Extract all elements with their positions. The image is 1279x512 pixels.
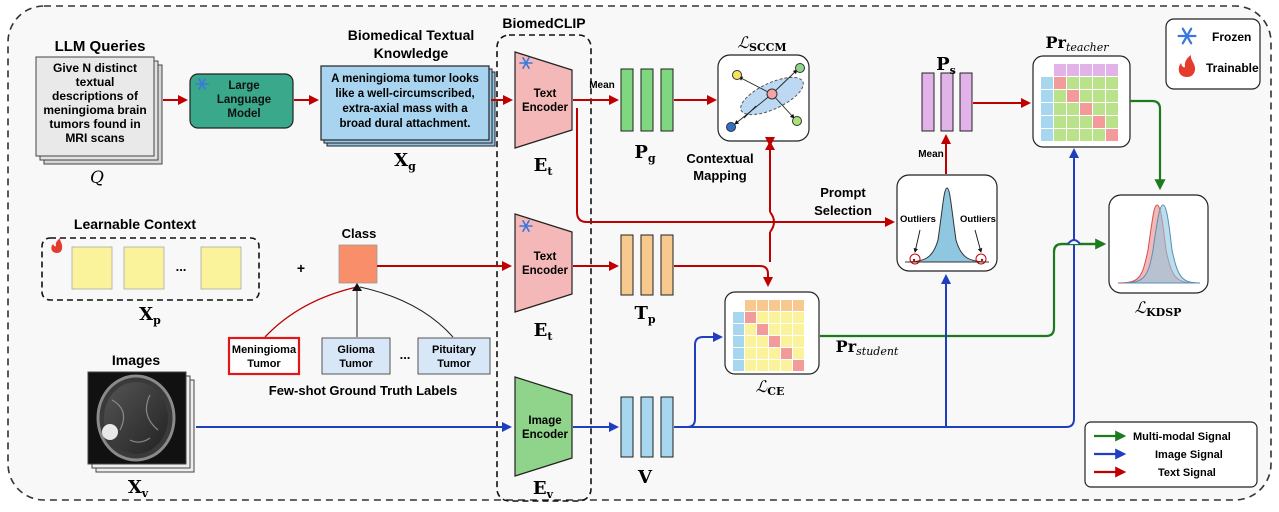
label-glioma-2: Tumor: [339, 358, 373, 370]
llm-box: [189, 73, 294, 129]
legend-frozen: Frozen: [1212, 30, 1251, 44]
llm-queries-stack: [35, 56, 163, 165]
llm-line: Model: [227, 108, 260, 120]
llm-text: Large Language Model: [217, 80, 271, 120]
knowledge-title-2: Knowledge: [374, 45, 449, 61]
context-token: [71, 246, 113, 290]
similarity-matrix-icon: [733, 300, 804, 371]
v-feature-bars: [620, 396, 674, 458]
class-label: Class: [342, 226, 377, 241]
arrowhead-class: [352, 283, 362, 291]
image-encoder-label: Image: [528, 415, 561, 427]
biomedclip-frame: [496, 34, 592, 502]
image-encoder: [514, 376, 573, 477]
knowledge-line: A meningioma tumor looks: [331, 73, 479, 85]
contextual-mapping-1: Contextual: [686, 151, 753, 166]
outliers-left: Outliers: [900, 214, 936, 225]
arrow-v-ce: [686, 332, 723, 428]
embedding-graph-icon: [726, 63, 805, 132]
snowflake-icon: [1177, 27, 1197, 45]
class-token: [338, 244, 378, 284]
ps-feature-bars: [921, 72, 973, 132]
outliers-right: Outliers: [960, 214, 996, 225]
label-glioma-1: Glioma: [337, 344, 375, 356]
arrow-v-teacher: [674, 148, 1079, 428]
knowledge-text: A meningioma tumor looks like a well-cir…: [331, 73, 479, 130]
label-meningioma-1: Meningioma: [232, 344, 297, 356]
green-overlay: [1052, 242, 1104, 253]
legend-trainable: Trainable: [1206, 61, 1259, 75]
text-encoder-top: [514, 51, 573, 149]
label-pituitary: [417, 337, 491, 375]
tp-feature-bars: [620, 234, 674, 296]
similarity-matrix-icon: [1041, 64, 1118, 141]
v-symbol: V: [637, 467, 653, 488]
text-encoder-label: Encoder: [522, 102, 569, 114]
distribution-overlap-icon: [1117, 204, 1201, 284]
biomedclip-title: BiomedCLIP: [502, 15, 585, 31]
prompt-selection-1: Prompt: [820, 185, 866, 200]
label-pituitary-2: Tumor: [437, 358, 471, 370]
text-encoder-middle: [514, 213, 573, 313]
llm-line: Large: [228, 80, 259, 92]
mean-label-ps: Mean: [918, 149, 944, 160]
knowledge-line: extra-axial mass with a: [342, 103, 468, 115]
mean-label-top: Mean: [589, 80, 615, 91]
legend-bottom: [1084, 421, 1258, 488]
llm-line: Language: [217, 94, 271, 106]
mri-stack: [87, 371, 195, 473]
text-encoder-label: Text: [534, 88, 557, 100]
llm-queries-line: Give N distinct: [53, 61, 137, 75]
learnable-context-title: Learnable Context: [74, 216, 196, 232]
prompt-selection-2: Selection: [814, 203, 872, 218]
text-encoder-label: Text: [534, 251, 557, 263]
llm-queries-text: Give N distinct textual descriptions of …: [43, 61, 146, 145]
context-token: [200, 246, 242, 290]
knowledge-stack: [320, 65, 496, 147]
line-pituitary-class: [359, 286, 454, 338]
image-encoder-label: Encoder: [522, 429, 569, 441]
pg-feature-bars: [620, 68, 674, 132]
arrowhead-up-mapping: [765, 141, 775, 150]
arrow-tp-ce: [674, 265, 773, 287]
context-ellipsis: ...: [176, 259, 187, 274]
llm-queries-line: textual: [76, 75, 115, 89]
flame-icon: [1178, 55, 1196, 77]
label-meningioma-2: Tumor: [247, 358, 281, 370]
line-meningioma-class: [264, 286, 358, 338]
label-pituitary-1: Pituitary: [432, 344, 477, 356]
text-encoder-label: Encoder: [522, 265, 569, 277]
llm-queries-line: MRI scans: [65, 131, 125, 145]
llm-queries-title: LLM Queries: [55, 38, 146, 55]
few-shot-caption: Few-shot Ground Truth Labels: [269, 383, 458, 398]
context-token: [123, 246, 165, 290]
llm-queries-line: meningioma brain: [43, 103, 146, 117]
bell-curve-icon: [904, 187, 990, 265]
knowledge-line: like a well-circumscribed,: [335, 88, 474, 100]
line-hop: [1067, 239, 1081, 245]
llm-queries-line: tumors found in: [49, 117, 140, 131]
label-meningioma: [227, 336, 301, 376]
legend-text: Text Signal: [1158, 467, 1216, 479]
contextual-mapping-2: Mapping: [693, 168, 746, 183]
flame-icon: [51, 238, 63, 253]
q-symbol: Q: [90, 168, 104, 188]
knowledge-title-1: Biomedical Textual: [348, 27, 475, 43]
arrow-teacher-kdsp: [1130, 99, 1166, 191]
llm-queries-line: descriptions of: [52, 89, 139, 103]
legend-image: Image Signal: [1155, 449, 1223, 461]
images-title: Images: [112, 352, 160, 368]
knowledge-line: broad dural attachment.: [340, 118, 471, 130]
legend-multimodal: Multi-modal Signal: [1133, 431, 1231, 443]
label-glioma: [321, 337, 391, 375]
learnable-context-box: [41, 237, 260, 301]
labels-ellipsis: ...: [400, 347, 411, 362]
plus-sign: +: [297, 260, 305, 276]
arrow-pg-prompt-selection: [576, 108, 895, 227]
